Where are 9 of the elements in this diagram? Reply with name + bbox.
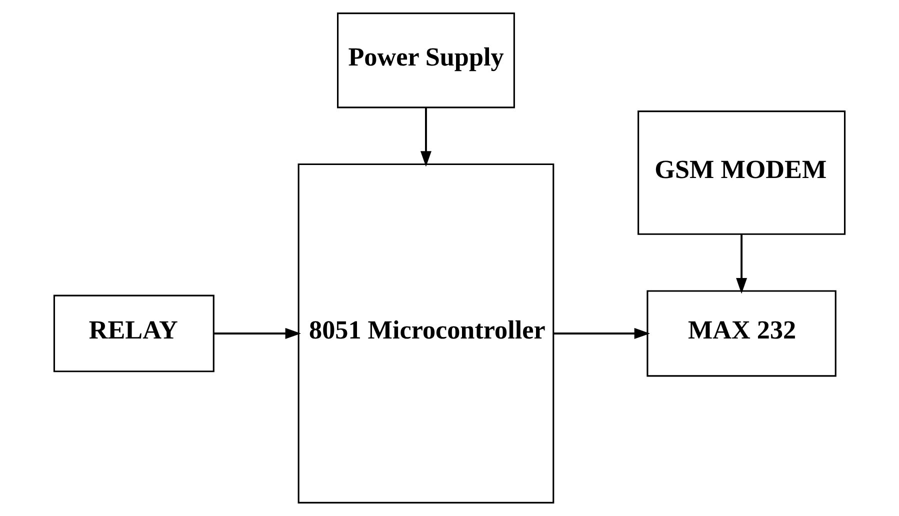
node-box: MAX 232 bbox=[646, 290, 836, 377]
node-box: Power Supply bbox=[337, 12, 515, 108]
node-box: RELAY bbox=[53, 294, 214, 372]
arrow bbox=[420, 108, 432, 167]
arrow bbox=[736, 234, 748, 294]
arrow bbox=[554, 328, 650, 339]
node-box: GSM MODEM bbox=[638, 110, 846, 235]
node-box: 8051 Microcontroller bbox=[298, 163, 554, 504]
arrow bbox=[214, 328, 301, 339]
